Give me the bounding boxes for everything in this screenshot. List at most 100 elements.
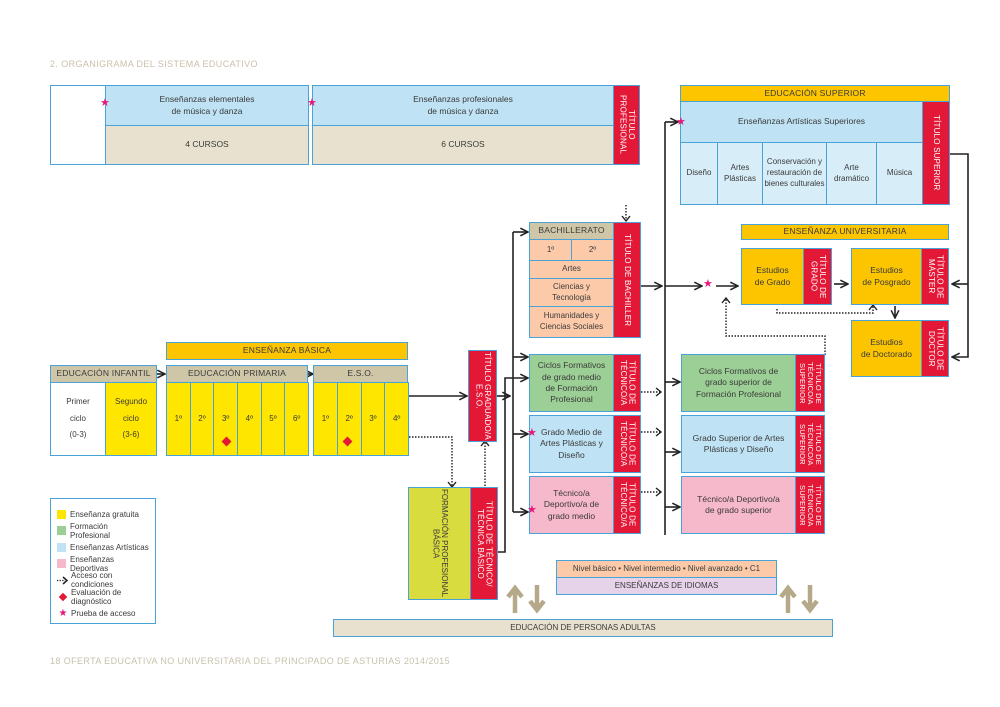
specialty-arte-dramatico: Arte dramático <box>826 142 877 205</box>
specialty-musica: Música <box>876 142 923 205</box>
infantil-primer-ciclo: Primer ciclo (0-3) <box>50 382 106 456</box>
titulo-tecnico-fp: TÍTULO DE TÉCNICO/A <box>613 354 641 412</box>
eso-course-2: 2º <box>336 382 362 456</box>
legend-label: Enseñanzas Artísticas <box>70 542 149 552</box>
star-icon: ★ <box>58 607 68 619</box>
legend-item: ★Prueba de acceso <box>57 605 149 622</box>
dotted-gs-universidad <box>725 299 826 355</box>
dotted-arrowhead <box>621 215 631 223</box>
ensenanzas-profesionales[interactable]: Enseñanzas profesionales de música y dan… <box>312 85 614 126</box>
specialty-diseno: Diseño <box>680 142 718 205</box>
bachillerato-course-2: 2º <box>571 239 614 261</box>
modalidad-artes: Artes <box>529 260 614 279</box>
bachillerato-header: BACHILLERATO <box>529 222 614 240</box>
eso-course-4: 4º <box>384 382 409 456</box>
primaria-course-2: 2º <box>189 382 215 456</box>
primaria-course-6: 6º <box>284 382 309 456</box>
titulo-tecnico-artes: TÍTULO DE TÉCNICO/A <box>613 415 641 473</box>
primaria-course-4: 4º <box>237 382 262 456</box>
specialty-conservacion: Conservación y restauración de bienes cu… <box>762 142 827 205</box>
arrow-superior-doctor <box>950 153 969 357</box>
ensenanzas-elementales[interactable]: Enseñanzas elementales de música y danza <box>105 85 309 126</box>
dotted-arrowhead <box>721 296 731 304</box>
grado-medio-artes[interactable]: Grado Medio de Artes Plásticas y Diseño <box>529 415 614 473</box>
legend-label: Enseñanzas Deportivas <box>70 554 115 573</box>
bachillerato-course-1: 1º <box>529 239 572 261</box>
legend-item: Enseñanza gratuita <box>57 506 149 523</box>
educacion-infantil-header: EDUCACIÓN INFANTIL <box>50 365 157 383</box>
grado-superior-artes[interactable]: Grado Superior de Artes Plásticas y Dise… <box>681 415 796 473</box>
star-icon: ★ <box>527 427 537 439</box>
modalidad-ciencias: Ciencias y Tecnología <box>529 278 614 307</box>
musica-blank-cell <box>50 85 106 165</box>
legend-item: Acceso con condiciones <box>57 571 149 590</box>
star-icon: ★ <box>676 116 686 128</box>
grado-superior-fp[interactable]: Ciclos Formativos de grado superior de F… <box>681 354 796 412</box>
specialty-artes-plasticas: Artes Plásticas <box>717 142 763 205</box>
legend-item: Formación Profesional <box>57 522 149 540</box>
legend: Enseñanza gratuita Formación Profesional… <box>50 498 156 624</box>
dotted-arrowhead <box>868 303 878 311</box>
modalidad-humanidades: Humanidades y Ciencias Sociales <box>529 306 614 338</box>
titulo-tecnico-superior-deportivo: TÍTULO DE TÉCNICO/A SUPERIOR <box>795 476 825 534</box>
star-icon: ★ <box>703 278 713 290</box>
elementales-cursos: 4 CURSOS <box>105 125 309 165</box>
star-icon: ★ <box>307 97 317 109</box>
artisticas-superiores[interactable]: Enseñanzas Artísticas Superiores <box>680 101 923 143</box>
yellow-swatch <box>57 509 66 519</box>
arrows-up-down-icon <box>779 584 819 614</box>
infantil-segundo-ciclo: Segundo ciclo (3-6) <box>105 382 157 456</box>
eso-course-3: 3º <box>360 382 386 456</box>
titulo-graduado-eso: TÍTULO GRADUADO/A E.S.O. <box>468 350 497 442</box>
primaria-course-1: 1º <box>166 382 191 456</box>
titulo-tecnico-basico: TÍTULO DE TÉCNICO/ TÉCNICA BÁSICO <box>470 487 498 600</box>
fp-basica[interactable]: FORMACIÓN PROFESIONAL BÁSICA <box>408 487 471 600</box>
titulo-tecnico-superior-artes: TÍTULO DE TÉCNICO/A SUPERIOR <box>795 415 825 473</box>
legend-label: Evaluación de diagnóstico <box>71 587 122 606</box>
legend-label: Enseñanza gratuita <box>70 509 139 519</box>
legend-label: Prueba de acceso <box>71 608 136 618</box>
star-icon: ★ <box>100 97 110 109</box>
dotted-arrowhead <box>655 387 663 397</box>
dotted-grado-posgrado <box>776 306 874 314</box>
green-swatch <box>57 526 66 536</box>
educacion-personas-adultas[interactable]: EDUCACIÓN DE PERSONAS ADULTAS <box>333 619 833 637</box>
pink-swatch <box>57 559 66 569</box>
ensenanzas-idiomas[interactable]: ENSEÑANZAS DE IDIOMAS <box>556 577 777 595</box>
profesionales-cursos: 6 CURSOS <box>312 125 614 165</box>
estudios-doctorado[interactable]: Estudios de Doctorado <box>851 320 922 377</box>
star-icon: ★ <box>527 504 537 516</box>
estudios-posgrado[interactable]: Estudios de Posgrado <box>851 248 922 305</box>
legend-label: Acceso con condiciones <box>71 571 114 590</box>
titulo-tecnico-superior-fp: TÍTULO DE TÉCNICO/A SUPERIOR <box>795 354 825 412</box>
grado-medio-deportivo[interactable]: Técnico/a Deportivo/a de grado medio <box>529 476 614 534</box>
eso-header: E.S.O. <box>313 365 408 383</box>
diamond-icon <box>57 592 69 601</box>
titulo-profesional: TÍTULO PROFESIONAL <box>613 85 640 165</box>
legend-item: Enseñanzas Artísticas <box>57 539 149 556</box>
titulo-grado: TÍTULO DE GRADO <box>803 248 832 305</box>
educacion-primaria-header: EDUCACIÓN PRIMARIA <box>166 365 308 383</box>
dotted-arrowhead <box>655 427 663 437</box>
ensenanza-universitaria-header: ENSEÑANZA UNIVERSITARIA <box>741 224 949 240</box>
eso-course-1: 1º <box>313 382 338 456</box>
grado-superior-deportivo[interactable]: Técnico/a Deportivo/a de grado superior <box>681 476 796 534</box>
blue-swatch <box>57 542 66 552</box>
page-title: 2. ORGANIGRAMA DEL SISTEMA EDUCATIVO <box>50 59 258 69</box>
idiomas-niveles: Nivel básico • Nivel intermedio • Nivel … <box>556 560 777 578</box>
titulo-superior: TÍTULO SUPERIOR <box>922 101 950 205</box>
arrow-fpbasica-to-grado-medio <box>497 378 528 553</box>
arrows-up-down-icon <box>506 584 546 614</box>
educacion-superior-header: EDUCACIÓN SUPERIOR <box>680 85 950 102</box>
grado-medio-fp[interactable]: Ciclos Formativos de grado medio de Form… <box>529 354 614 412</box>
titulo-doctor: TÍTULO DE DOCTOR <box>921 320 949 377</box>
titulo-tecnico-deportivo: TÍTULO DE TÉCNICO/A <box>613 476 641 534</box>
primaria-course-5: 5º <box>260 382 286 456</box>
ensenanza-basica-header: ENSEÑANZA BÁSICA <box>166 342 408 360</box>
dotted-arrowhead <box>655 487 663 497</box>
estudios-grado[interactable]: Estudios de Grado <box>741 248 804 305</box>
page-footer: 18 OFERTA EDUCATIVA NO UNIVERSITARIA DEL… <box>50 656 450 666</box>
legend-item: Enseñanzas Deportivas <box>57 554 149 573</box>
legend-item: Evaluación de diagnóstico <box>57 587 149 606</box>
